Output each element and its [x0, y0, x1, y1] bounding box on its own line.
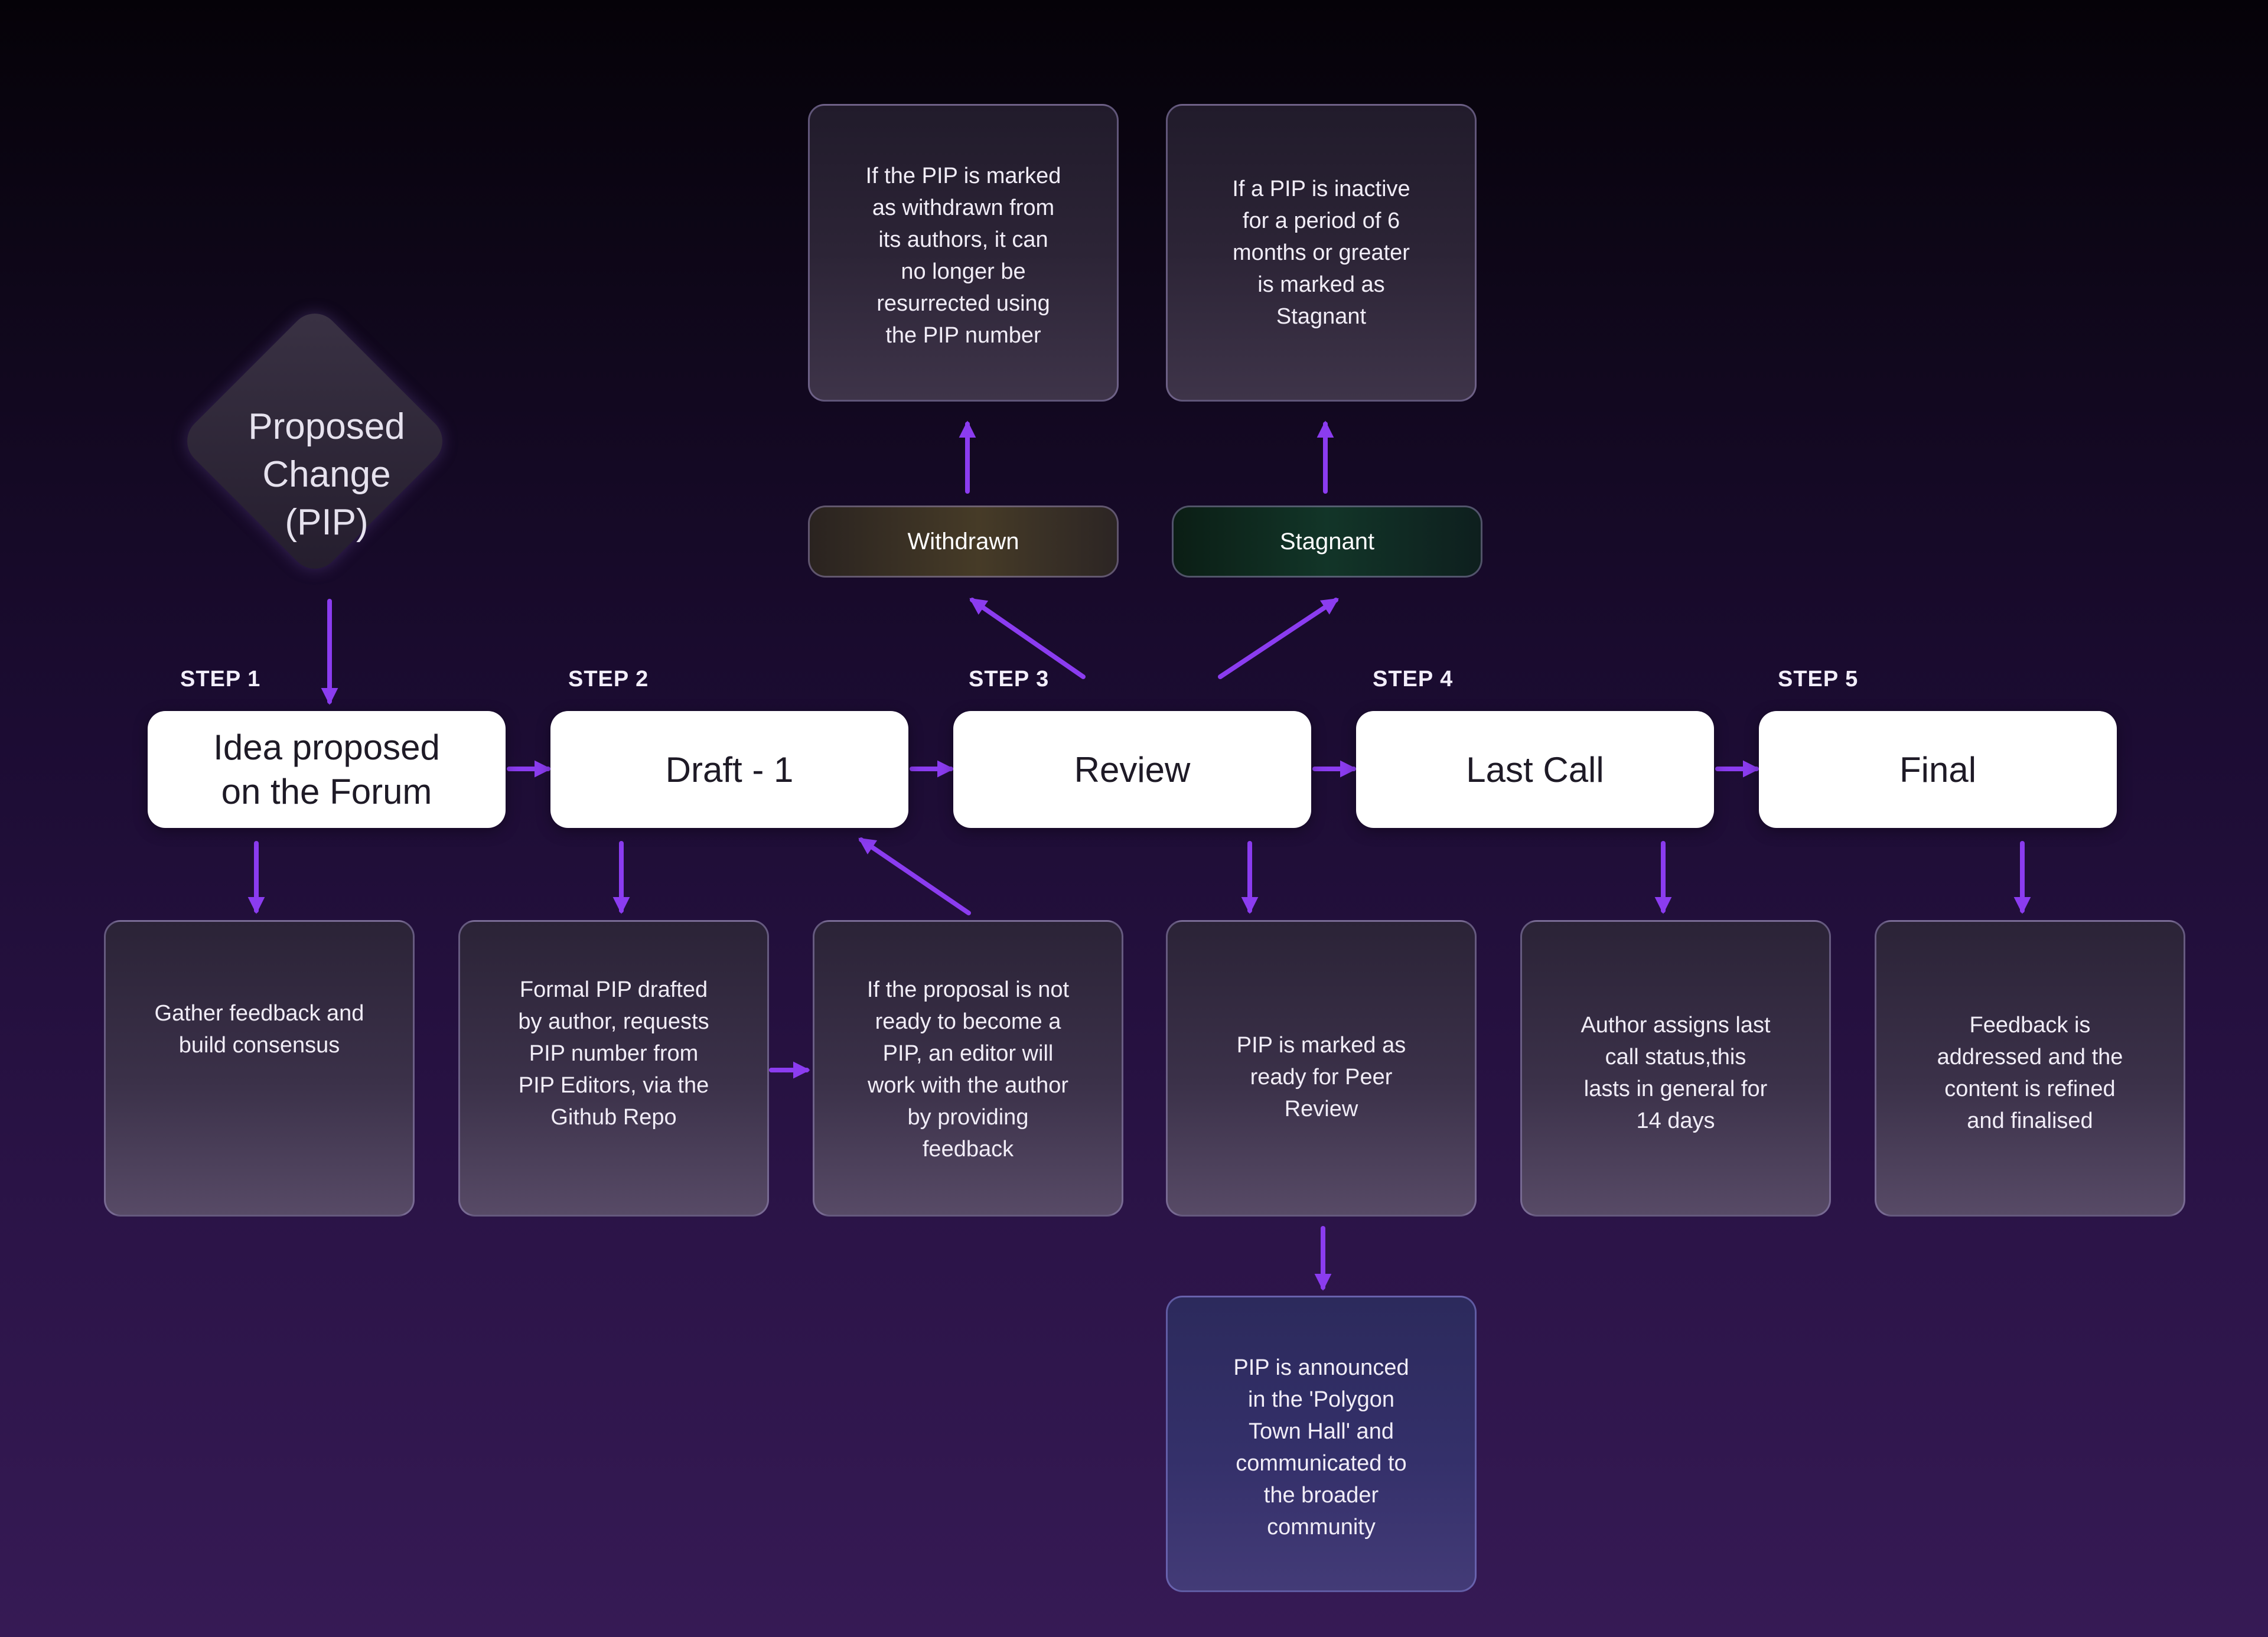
step-4-description-card: Author assigns last call status,this las… [1520, 920, 1831, 1217]
step-5-description: Feedback is addressed and the content is… [1937, 1013, 2123, 1133]
arrow-editor-to-draft [858, 837, 971, 915]
editor-feedback-card: If the proposal is not ready to become a… [813, 920, 1123, 1217]
step-5-label: STEP 5 [1778, 667, 1859, 692]
step-review-box: Review [953, 711, 1311, 828]
stagnant-note-text: If a PIP is inactive for a period of 6 m… [1232, 177, 1410, 329]
step-idea-box: Idea proposed on the Forum [148, 711, 506, 828]
step-1-label: STEP 1 [180, 667, 261, 692]
editor-feedback-text: If the proposal is not ready to become a… [866, 977, 1070, 1162]
announcement-card: PIP is announced in the 'Polygon Town Ha… [1166, 1296, 1477, 1592]
arrow-review-to-stagnant [1218, 598, 1339, 679]
step-3-description: PIP is marked as ready for Peer Review [1236, 1033, 1406, 1121]
step-3-label: STEP 3 [969, 667, 1050, 692]
arrow-review-to-withdrawn [969, 598, 1086, 679]
step-5-description-card: Feedback is addressed and the content is… [1875, 920, 2185, 1217]
step-4-label: STEP 4 [1373, 667, 1454, 692]
step-1-description: Gather feedback and build consensus [154, 1001, 364, 1058]
withdrawn-note-card: If the PIP is marked as withdrawn from i… [808, 104, 1119, 402]
step-3-description-card: PIP is marked as ready for Peer Review [1166, 920, 1477, 1217]
step-2-label: STEP 2 [568, 667, 649, 692]
step-last-call-box: Last Call [1356, 711, 1714, 828]
step-2-description-card: Formal PIP drafted by author, requests P… [458, 920, 769, 1217]
step-draft-box: Draft - 1 [550, 711, 908, 828]
step-4-description: Author assigns last call status,this las… [1581, 1013, 1771, 1133]
announcement-text: PIP is announced in the 'Polygon Town Ha… [1233, 1355, 1409, 1540]
stagnant-status: Stagnant [1172, 506, 1482, 578]
step-2-description: Formal PIP drafted by author, requests P… [518, 977, 709, 1130]
proposal-label: Proposed Change (PIP) [248, 406, 405, 543]
stagnant-note-card: If a PIP is inactive for a period of 6 m… [1166, 104, 1477, 402]
withdrawn-status: Withdrawn [808, 506, 1119, 578]
withdrawn-note-text: If the PIP is marked as withdrawn from i… [865, 164, 1061, 348]
step-final-box: Final [1759, 711, 2117, 828]
step-1-description-card: Gather feedback and build consensus [104, 920, 415, 1217]
